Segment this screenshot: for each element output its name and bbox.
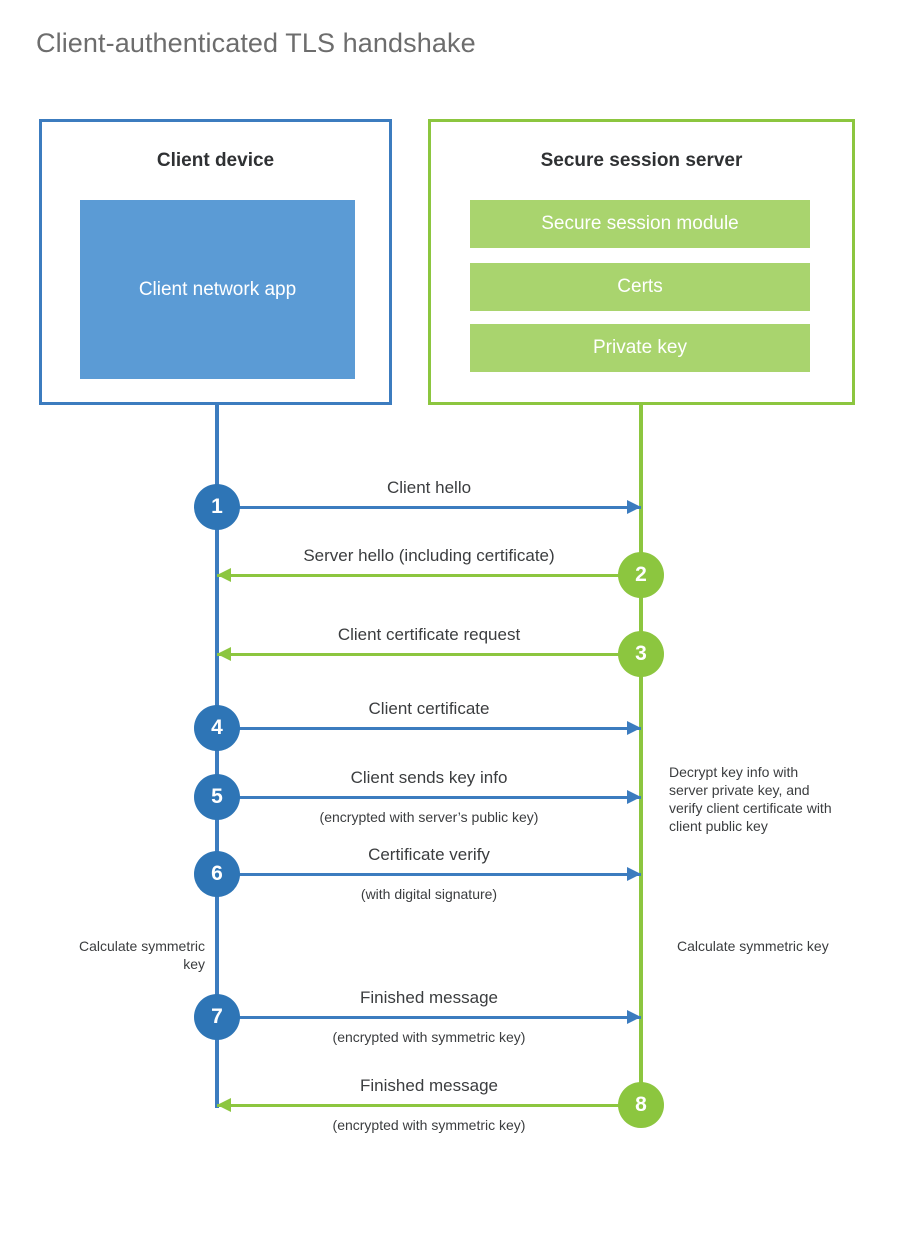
arrow-head-3-icon	[217, 647, 231, 661]
message-sublabel-8: (encrypted with symmetric key)	[332, 1117, 526, 1133]
message-sublabel-7: (encrypted with symmetric key)	[332, 1029, 526, 1045]
step-circle-6[interactable]: 6	[194, 851, 240, 897]
message-label-5: Client sends key info	[350, 768, 508, 787]
message-label-4: Client certificate	[368, 699, 490, 718]
note-server-decrypt-key-info: Decrypt key info with server private key…	[669, 764, 832, 834]
message-arrow-4	[217, 727, 641, 730]
page-title: Client-authenticated TLS handshake	[36, 28, 476, 58]
arrow-head-4-icon	[627, 721, 641, 735]
client-device-box: Client device Client network app	[39, 119, 392, 405]
arrow-head-8-icon	[217, 1098, 231, 1112]
arrow-head-1-icon	[627, 500, 641, 514]
server-component-certs: Certs	[470, 263, 810, 311]
message-label-6: Certificate verify	[368, 845, 490, 864]
step-circle-3[interactable]: 3	[618, 631, 664, 677]
message-arrow-7	[217, 1016, 641, 1019]
message-sublabel-6: (with digital signature)	[360, 886, 498, 902]
message-label-1: Client hello	[386, 478, 472, 497]
message-label-3: Client certificate request	[337, 625, 521, 644]
secure-session-server-title: Secure session server	[540, 150, 743, 171]
arrow-head-6-icon	[627, 867, 641, 881]
arrow-head-2-icon	[217, 568, 231, 582]
step-circle-5[interactable]: 5	[194, 774, 240, 820]
message-label-7: Finished message	[360, 988, 498, 1007]
step-circle-1[interactable]: 1	[194, 484, 240, 530]
message-arrow-6	[217, 873, 641, 876]
note-client-calculate-symmetric-key: Calculate symmetric key	[78, 938, 205, 972]
client-device-title: Client device	[156, 150, 275, 171]
message-label-2: Server hello (including certificate)	[303, 546, 555, 565]
message-arrow-5	[217, 796, 641, 799]
arrow-head-5-icon	[627, 790, 641, 804]
message-arrow-1	[217, 506, 641, 509]
server-lifeline	[639, 405, 643, 1105]
message-label-8: Finished message	[360, 1076, 498, 1095]
secure-session-server-box: Secure session server Secure session mod…	[428, 119, 855, 405]
step-circle-4[interactable]: 4	[194, 705, 240, 751]
server-component-secure-session-module: Secure session module	[470, 200, 810, 248]
message-arrow-3	[217, 653, 641, 656]
message-arrow-8	[217, 1104, 641, 1107]
step-circle-7[interactable]: 7	[194, 994, 240, 1040]
message-arrow-2	[217, 574, 641, 577]
message-sublabel-5: (encrypted with server’s public key)	[319, 809, 539, 825]
client-lifeline	[215, 405, 219, 1108]
server-component-private-key: Private key	[470, 324, 810, 372]
client-network-app-block: Client network app	[80, 200, 355, 379]
step-circle-2[interactable]: 2	[618, 552, 664, 598]
note-server-calculate-symmetric-key: Calculate symmetric key	[677, 938, 829, 954]
arrow-head-7-icon	[627, 1010, 641, 1024]
step-circle-8[interactable]: 8	[618, 1082, 664, 1128]
